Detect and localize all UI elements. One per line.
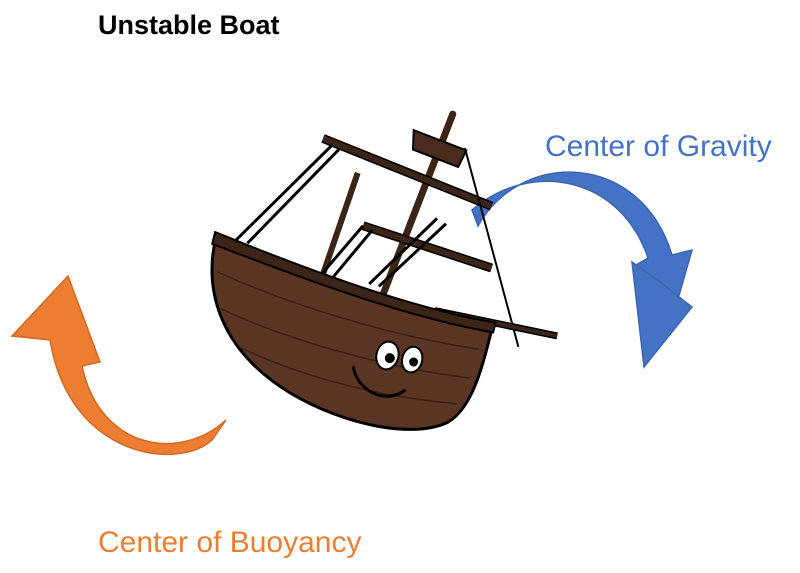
boat-icon [210,110,558,431]
gravity-arrow-icon [471,171,694,369]
center-of-buoyancy-label: Center of Buoyancy [98,526,362,559]
buoyancy-arrow-icon [10,274,227,456]
diagram-title: Unstable Boat [98,10,280,40]
center-of-gravity-label: Center of Gravity [545,130,772,163]
